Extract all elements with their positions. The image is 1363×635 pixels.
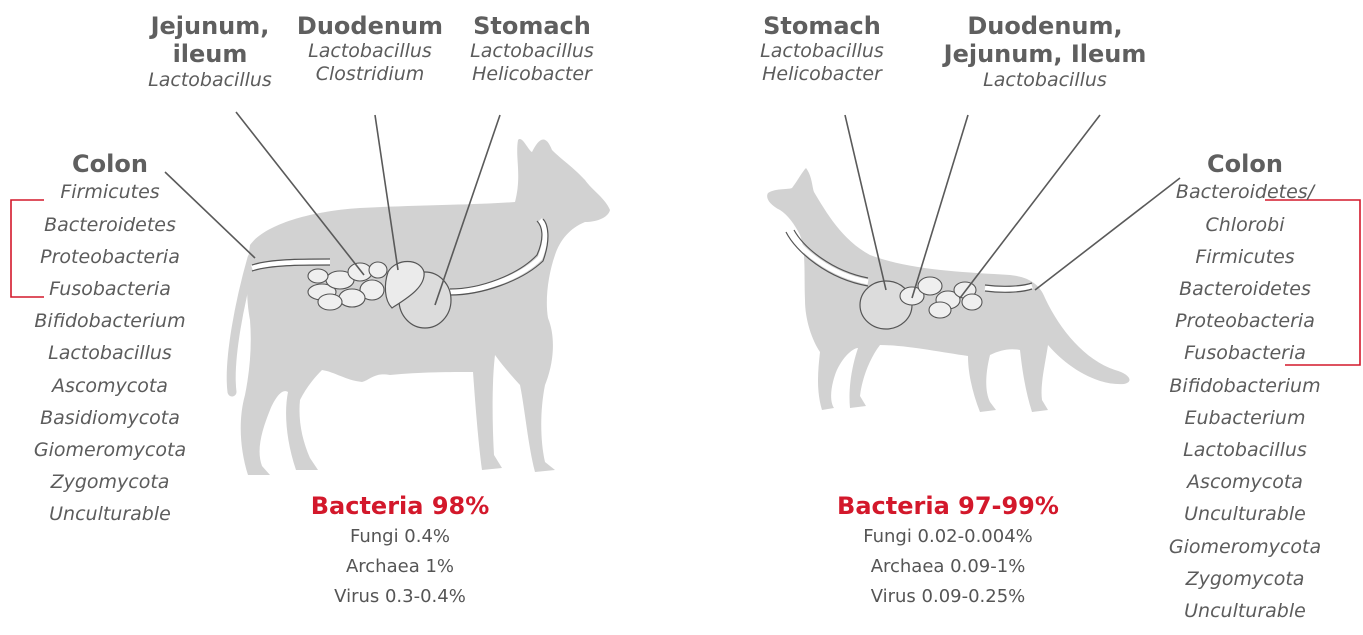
dog-colon-taxon: Lactobacillus <box>20 337 200 369</box>
cat-stomach-genus-2: Helicobacter <box>742 63 902 85</box>
cat-colon-title: Colon <box>1155 150 1335 178</box>
cat-stomach-genus-1: Lactobacillus <box>742 40 902 62</box>
cat-colon-taxon: Bacteroidetes/ <box>1155 176 1335 208</box>
dog-colon-title: Colon <box>20 150 200 178</box>
cat-colon-taxon: Firmicutes <box>1155 241 1335 273</box>
dog-duodenum-genus-1: Lactobacillus <box>290 40 450 62</box>
cat-colon-taxon: Chlorobi <box>1155 209 1335 241</box>
cat-colon-taxon: Bacteroidetes <box>1155 273 1335 305</box>
cat-archaea-pct: Archaea 0.09-1% <box>818 552 1078 582</box>
dog-stomach-genus-2: Helicobacter <box>452 63 612 85</box>
dog-colon-taxon: Firmicutes <box>20 176 200 208</box>
dog-colon-taxon: Ascomycota <box>20 370 200 402</box>
cat-colon-taxon: Unculturable <box>1155 595 1335 627</box>
cat-fungi-pct: Fungi 0.02-0.004% <box>818 522 1078 552</box>
cat-colon-taxon: Eubacterium <box>1155 402 1335 434</box>
dog-colon-label: Colon Firmicutes Bacteroidetes Proteobac… <box>20 150 200 531</box>
dog-bacteria-pct: Bacteria 98% <box>270 490 530 522</box>
dog-stomach-genus-1: Lactobacillus <box>452 40 612 62</box>
cat-duodenum-title-1: Duodenum, <box>930 12 1160 40</box>
cat-colon-taxon: Proteobacteria <box>1155 305 1335 337</box>
dog-stomach-label: Stomach Lactobacillus Helicobacter <box>452 12 612 85</box>
cat-colon-taxon: Bifidobacterium <box>1155 370 1335 402</box>
dog-colon-taxon: Giomeromycota <box>20 434 200 466</box>
cat-duodenum-label: Duodenum, Jejunum, Ileum Lactobacillus <box>930 12 1160 91</box>
dog-colon-taxon: Unculturable <box>20 498 200 530</box>
dog-jejunum-genus: Lactobacillus <box>130 69 290 91</box>
cat-silhouette <box>767 168 1129 412</box>
dog-stomach-title: Stomach <box>452 12 612 40</box>
cat-virus-pct: Virus 0.09-0.25% <box>818 582 1078 612</box>
cat-bacteria-pct: Bacteria 97-99% <box>818 490 1078 522</box>
dog-virus-pct: Virus 0.3-0.4% <box>270 582 530 612</box>
dog-duodenum-genus-2: Clostridium <box>290 63 450 85</box>
cat-colon-taxon: Zygomycota <box>1155 563 1335 595</box>
dog-jejunum-title-2: ileum <box>130 40 290 68</box>
dog-duodenum-label: Duodenum Lactobacillus Clostridium <box>290 12 450 85</box>
cat-stomach-label: Stomach Lactobacillus Helicobacter <box>742 12 902 85</box>
dog-fungi-pct: Fungi 0.4% <box>270 522 530 552</box>
cat-colon-taxon: Giomeromycota <box>1155 531 1335 563</box>
dog-duodenum-title: Duodenum <box>290 12 450 40</box>
cat-duodenum-line-2 <box>960 115 1100 298</box>
cat-colon-taxon: Lactobacillus <box>1155 434 1335 466</box>
dog-colon-taxon: Bacteroidetes <box>20 209 200 241</box>
cat-composition: Bacteria 97-99% Fungi 0.02-0.004% Archae… <box>818 490 1078 612</box>
dog-colon-taxon: Bifidobacterium <box>20 305 200 337</box>
cat-colon-taxon: Unculturable <box>1155 498 1335 530</box>
cat-colon-taxon: Ascomycota <box>1155 466 1335 498</box>
cat-stomach-title: Stomach <box>742 12 902 40</box>
dog-jejunum-title-1: Jejunum, <box>130 12 290 40</box>
cat-duodenum-title-2: Jejunum, Ileum <box>930 40 1160 68</box>
dog-archaea-pct: Archaea 1% <box>270 552 530 582</box>
cat-duodenum-genus: Lactobacillus <box>930 69 1160 91</box>
dog-colon-taxon: Basidiomycota <box>20 402 200 434</box>
dog-colon-taxon: Zygomycota <box>20 466 200 498</box>
dog-colon-taxon: Fusobacteria <box>20 273 200 305</box>
dog-composition: Bacteria 98% Fungi 0.4% Archaea 1% Virus… <box>270 490 530 612</box>
cat-colon-taxon: Fusobacteria <box>1155 337 1335 369</box>
cat-colon-label: Colon Bacteroidetes/ Chlorobi Firmicutes… <box>1155 150 1335 627</box>
dog-jejunum-ileum-label: Jejunum, ileum Lactobacillus <box>130 12 290 91</box>
dog-colon-taxon: Proteobacteria <box>20 241 200 273</box>
